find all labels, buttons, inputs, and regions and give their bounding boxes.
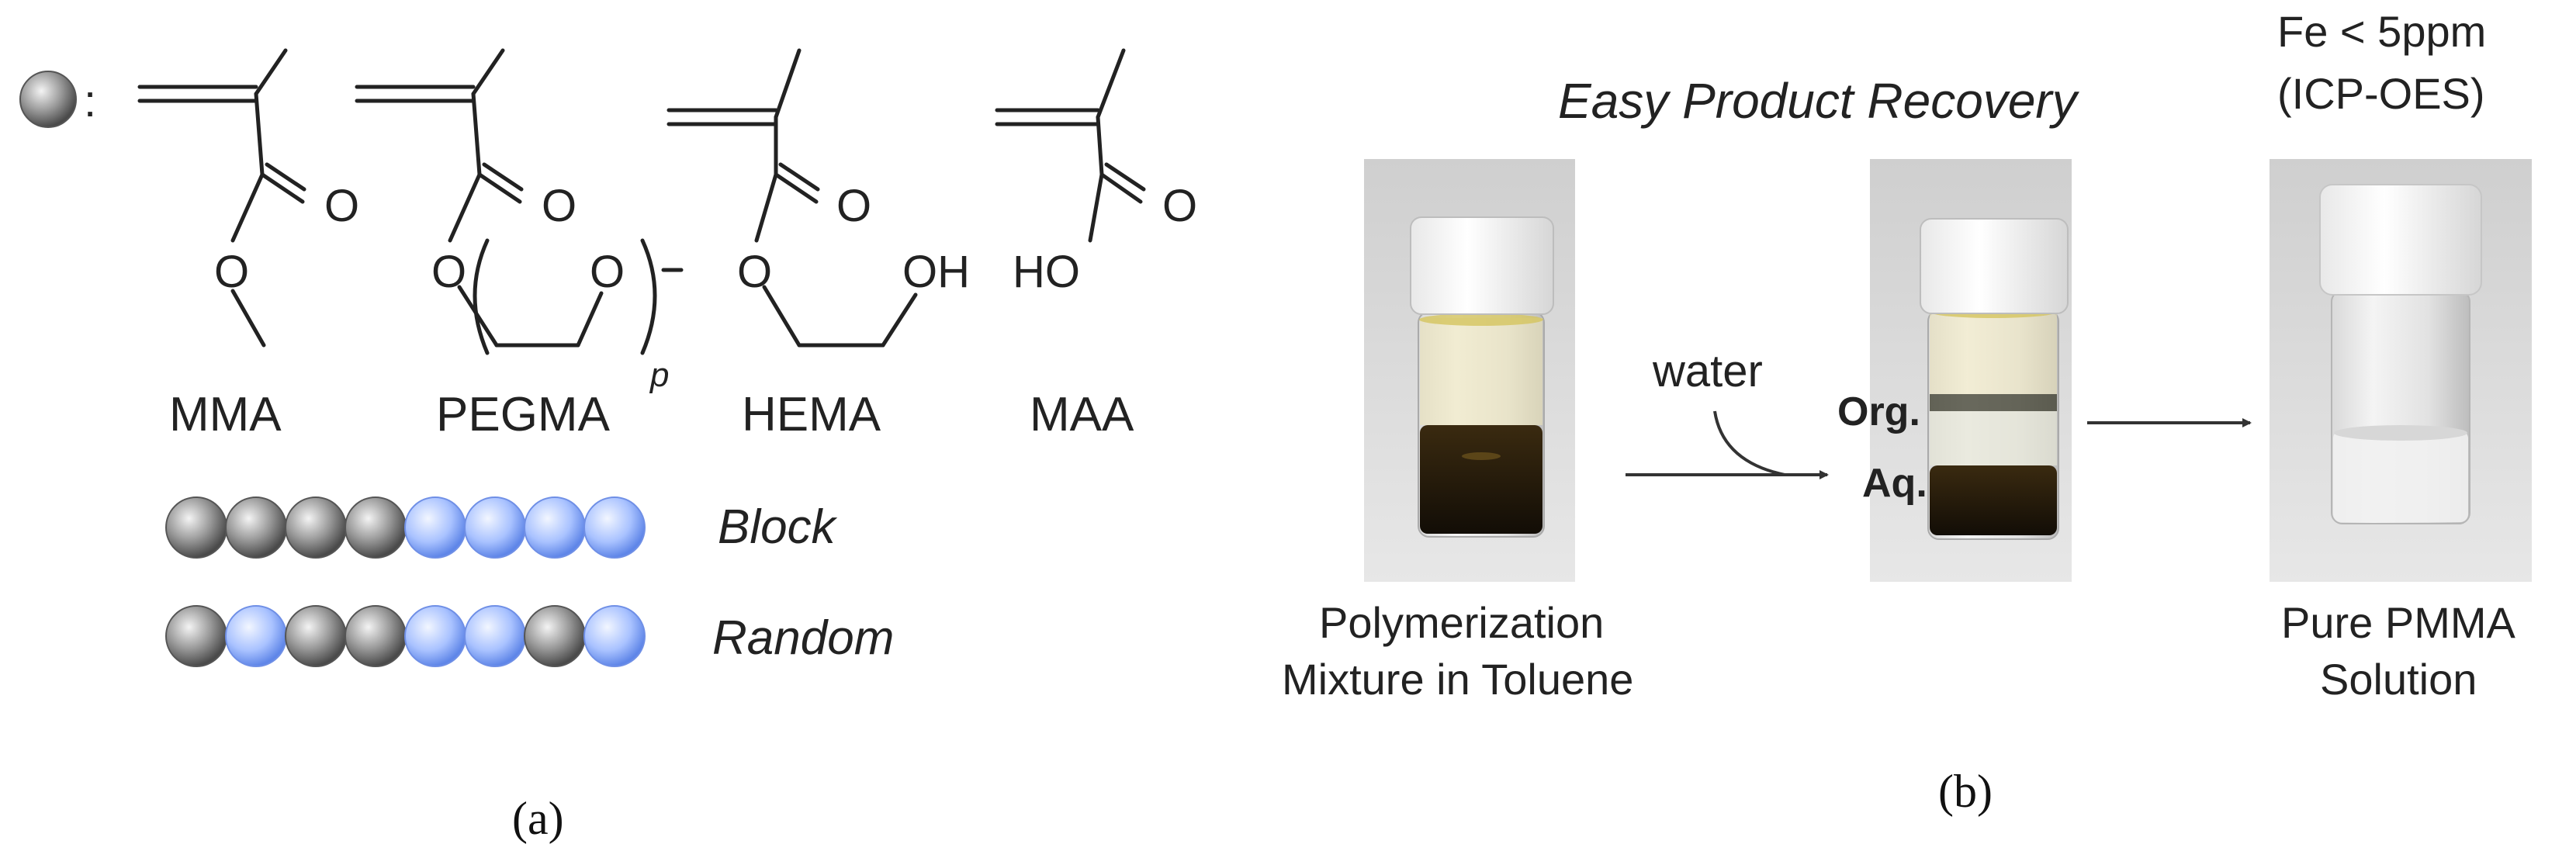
maa-carbonyl-o: O	[1162, 181, 1197, 231]
mma-ester-o: O	[214, 247, 249, 297]
fe-note-line2: (ICP-OES)	[2277, 69, 2485, 118]
hema-structure	[667, 48, 918, 348]
bead-gray-1-6	[524, 605, 586, 667]
bead-blue-1-7	[583, 605, 646, 667]
bead-gray-0-1	[225, 496, 287, 559]
hema-hydroxyl: OH	[902, 247, 970, 297]
pegma-ester-o: O	[431, 247, 466, 297]
copolymer-chains	[165, 496, 646, 667]
bead-gray-0-2	[285, 496, 347, 559]
aq-label: Aq.	[1862, 461, 1927, 506]
panel-b: Easy Product Recovery Fe < 5ppm (ICP-OES…	[1282, 7, 2532, 817]
fe-note-line1: Fe < 5ppm	[2277, 7, 2486, 56]
bead-blue-0-6	[524, 496, 586, 559]
hema-ester-o: O	[737, 247, 772, 297]
vial-photo-2	[1870, 159, 2072, 582]
bead-blue-1-1	[225, 605, 287, 667]
vial1-caption-line1: Polymerization	[1319, 598, 1604, 647]
maa-label: MAA	[1030, 388, 1134, 441]
mma-carbonyl-o: O	[324, 181, 359, 231]
panel-a: :	[19, 48, 1197, 844]
maa-structure	[995, 48, 1146, 243]
panel-b-title: Easy Product Recovery	[1558, 73, 2080, 129]
pegma-subscript: p	[649, 356, 669, 394]
org-label: Org.	[1837, 389, 1920, 434]
pegma-structure	[355, 48, 684, 355]
bead-blue-1-4	[404, 605, 466, 667]
vial-photo-1	[1364, 159, 1575, 582]
maa-hydroxyl: HO	[1013, 247, 1080, 297]
block-label: Block	[718, 500, 838, 554]
bead-gray-1-2	[285, 605, 347, 667]
bead-gray-1-0	[165, 605, 227, 667]
water-arrow	[1713, 410, 1785, 476]
water-label: water	[1652, 346, 1763, 396]
vial1-caption-line2: Mixture in Toluene	[1282, 655, 1633, 704]
bead-gray-0-3	[345, 496, 407, 559]
vial3-caption-line1: Pure PMMA	[2281, 598, 2515, 647]
pegma-carbonyl-o: O	[542, 181, 576, 231]
pegma-chain-o: O	[590, 247, 625, 297]
vial-photo-3	[2270, 159, 2532, 582]
mma-label: MMA	[169, 388, 282, 441]
random-label: Random	[712, 611, 894, 665]
bead-blue-1-5	[464, 605, 526, 667]
panel-a-caption: (a)	[512, 793, 564, 844]
bead-gray-0-0	[165, 496, 227, 559]
legend-bead-icon	[19, 71, 77, 128]
pegma-label: PEGMA	[436, 388, 611, 441]
hema-label: HEMA	[742, 388, 881, 441]
bead-blue-0-5	[464, 496, 526, 559]
hema-carbonyl-o: O	[836, 181, 871, 231]
bead-blue-0-4	[404, 496, 466, 559]
vial3-caption-line2: Solution	[2320, 655, 2477, 704]
legend-colon: :	[84, 76, 96, 126]
bead-gray-1-3	[345, 605, 407, 667]
bead-blue-0-7	[583, 496, 646, 559]
panel-b-caption: (b)	[1938, 766, 1993, 817]
mma-structure	[137, 48, 306, 348]
